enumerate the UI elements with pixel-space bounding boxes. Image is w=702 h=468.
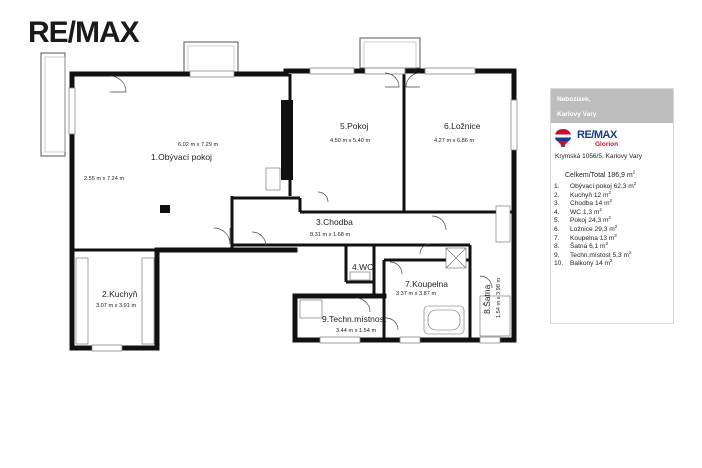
balcony-left [40,52,66,157]
legend-item-label: Obývací pokoj 62,3 m [570,183,634,190]
tech-unit [299,299,323,319]
remax-logo: RE/MAX [28,16,140,49]
room-wc-label: 4.WC [352,262,373,272]
room-labels: 6.02 m x 7.29 m 1.Obývací pokoj 2.55 m x… [84,121,502,334]
legend-header-line-1: Nebozízek, [557,96,591,103]
living-room-dim: 6.02 m x 7.29 m [178,142,218,148]
windows [68,67,518,352]
legend-item-number: 9. [554,251,560,259]
living-room-label: 1.Obývací pokoj [151,152,212,162]
legend-item-label: Chodba 14 m [570,200,610,208]
legend-item: 1.Obývací pokoj 62,3 m2 [554,180,637,190]
legend-brand-name: RE/MAX [577,129,617,141]
legend-brand-sub: Glorion [595,141,619,148]
legend-item-label: Balkony 14 m [570,260,610,268]
legend-item-label: Techn.místost 5,3 m [570,251,629,259]
legend-item-number: 10. [554,260,564,268]
legend-item-number: 2. [554,191,560,199]
legend-item: 9.Techn.místost 5,3 m2 [554,249,632,259]
legend-item-label: Kuchyň 12 m [570,191,609,199]
legend-item-number: 1. [554,183,560,190]
legend-item: 3.Chodba 14 m2 [554,198,613,208]
legend-brand: RE/MAX Glorion [555,129,673,151]
legend-address: Krymská 1056/5, Karlovy Vary [555,153,642,160]
legend-item-number: 7. [554,234,560,242]
shelving [479,295,511,337]
wardrobe [495,205,511,243]
legend-panel: Nebozízek, Karlovy Vary RE/MAX Glorion K… [550,88,674,324]
legend-item-number: 4. [554,208,560,216]
legend-item: 8.Šatna 6,1 m2 [554,240,609,251]
legend-item-label: Koupelna 13 m [570,234,615,242]
room-loznice-label: 6.Ložnice [444,121,481,131]
room-koupelna-label: 7.Koupelna [405,279,448,289]
column [160,205,170,213]
room-satna-dim: 1.54 m x 3.98 m [496,278,502,318]
legend-item-label: Pokoj 24,3 m [570,217,609,225]
legend-item-number: 5. [554,217,560,225]
room-techn-dim: 3.44 m x 1.54 m [336,328,376,334]
legend-item-number: 8. [554,243,560,251]
legend-item-label: Ložnice 29,3 m [570,225,615,233]
room-koupelna-dim: 3.37 m x 3.87 m [396,291,436,297]
room-chodba-dim: 8.31 m x 1.68 m [310,232,350,238]
kitchen-counter [75,257,89,345]
room-chodba-label: 3.Chodba [316,217,353,227]
legend-item: 4.WC 1,3 m2 [554,206,602,216]
legend-header-line-2: Karlovy Vary [557,110,597,118]
legend-total-value: 186,9 [607,172,625,179]
wc-fixture [349,271,371,281]
legend-item: 7.Koupelna 13 m2 [554,232,617,242]
legend-item-label: WC 1,3 m [570,208,600,216]
room-kuchyn-dim: 3.07 m x 3.91 m [96,303,136,309]
legend-item: 6.Ložnice 29,3 m2 [554,223,618,233]
stove [265,167,281,191]
balloon-icon [555,129,571,147]
legend-header: Nebozízek, Karlovy Vary [551,89,673,123]
room-kuchyn-label: 2.Kuchyň [102,289,138,299]
wall-pillar [281,100,293,180]
living-room-dim2: 2.55 m x 7.24 m [84,176,124,182]
legend-total-unit: m [626,172,633,179]
doors [109,72,493,331]
room-satna-label: 8.Šatna [482,284,492,314]
room-loznice-dim: 4.27 m x 6.86 m [434,138,474,144]
legend-item: 5.Pokoj 24,3 m2 [554,215,611,225]
legend-item-number: 6. [554,225,560,233]
balcony-top-left [183,41,239,74]
balconies [40,37,421,157]
legend-item-label: Šatna 6,1 m [570,243,606,251]
fixtures [75,167,511,345]
legend-item: 10.Balkony 14 m2 [554,258,613,268]
legend-item-number: 3. [554,200,560,208]
kitchen-counter-right [141,257,155,345]
legend-total: Celkem/Total 186,9 m2 [565,169,636,179]
balcony-top-right [359,37,421,69]
room-pokoj-dim: 4.50 m x 5.40 m [330,138,370,144]
legend-item: 2.Kuchyň 12 m2 [554,189,611,199]
room-techn-label: 9.Techn.místnost [322,314,387,324]
legend-total-label: Celkem/Total [565,172,606,179]
room-pokoj-label: 5.Pokoj [340,121,368,131]
